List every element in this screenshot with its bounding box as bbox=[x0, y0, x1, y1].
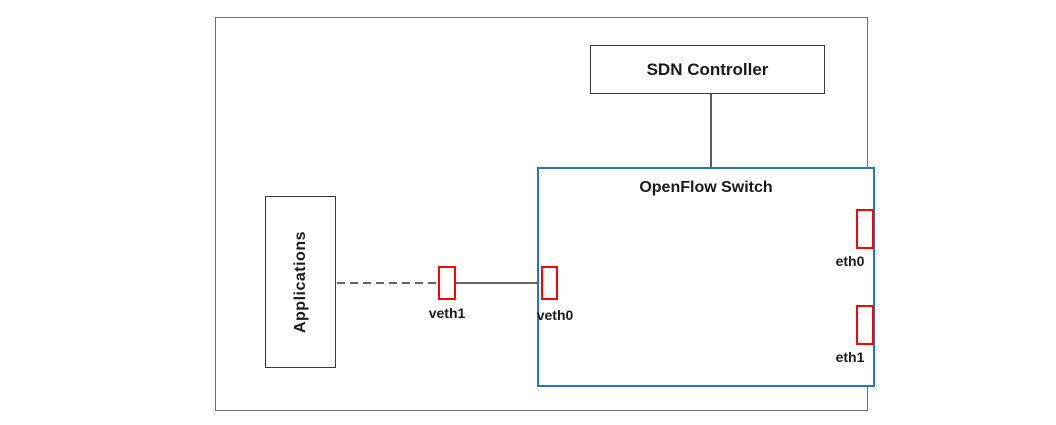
applications-label: Applications bbox=[291, 230, 309, 333]
openflow-switch-box: OpenFlow Switch bbox=[537, 167, 875, 387]
sdn-controller-label: SDN Controller bbox=[646, 59, 769, 79]
port-veth1-label: veth1 bbox=[428, 305, 466, 321]
port-eth1-label: eth1 bbox=[835, 349, 865, 365]
openflow-switch-label: OpenFlow Switch bbox=[639, 179, 773, 196]
port-eth0-label: eth0 bbox=[835, 253, 865, 269]
port-eth0 bbox=[856, 209, 874, 249]
port-veth0-label: veth0 bbox=[536, 307, 574, 323]
sdn-controller-box: SDN Controller bbox=[590, 45, 825, 94]
applications-box: Applications bbox=[265, 196, 336, 368]
port-veth0 bbox=[541, 266, 558, 300]
port-veth1 bbox=[438, 266, 456, 300]
port-eth1 bbox=[856, 305, 874, 345]
